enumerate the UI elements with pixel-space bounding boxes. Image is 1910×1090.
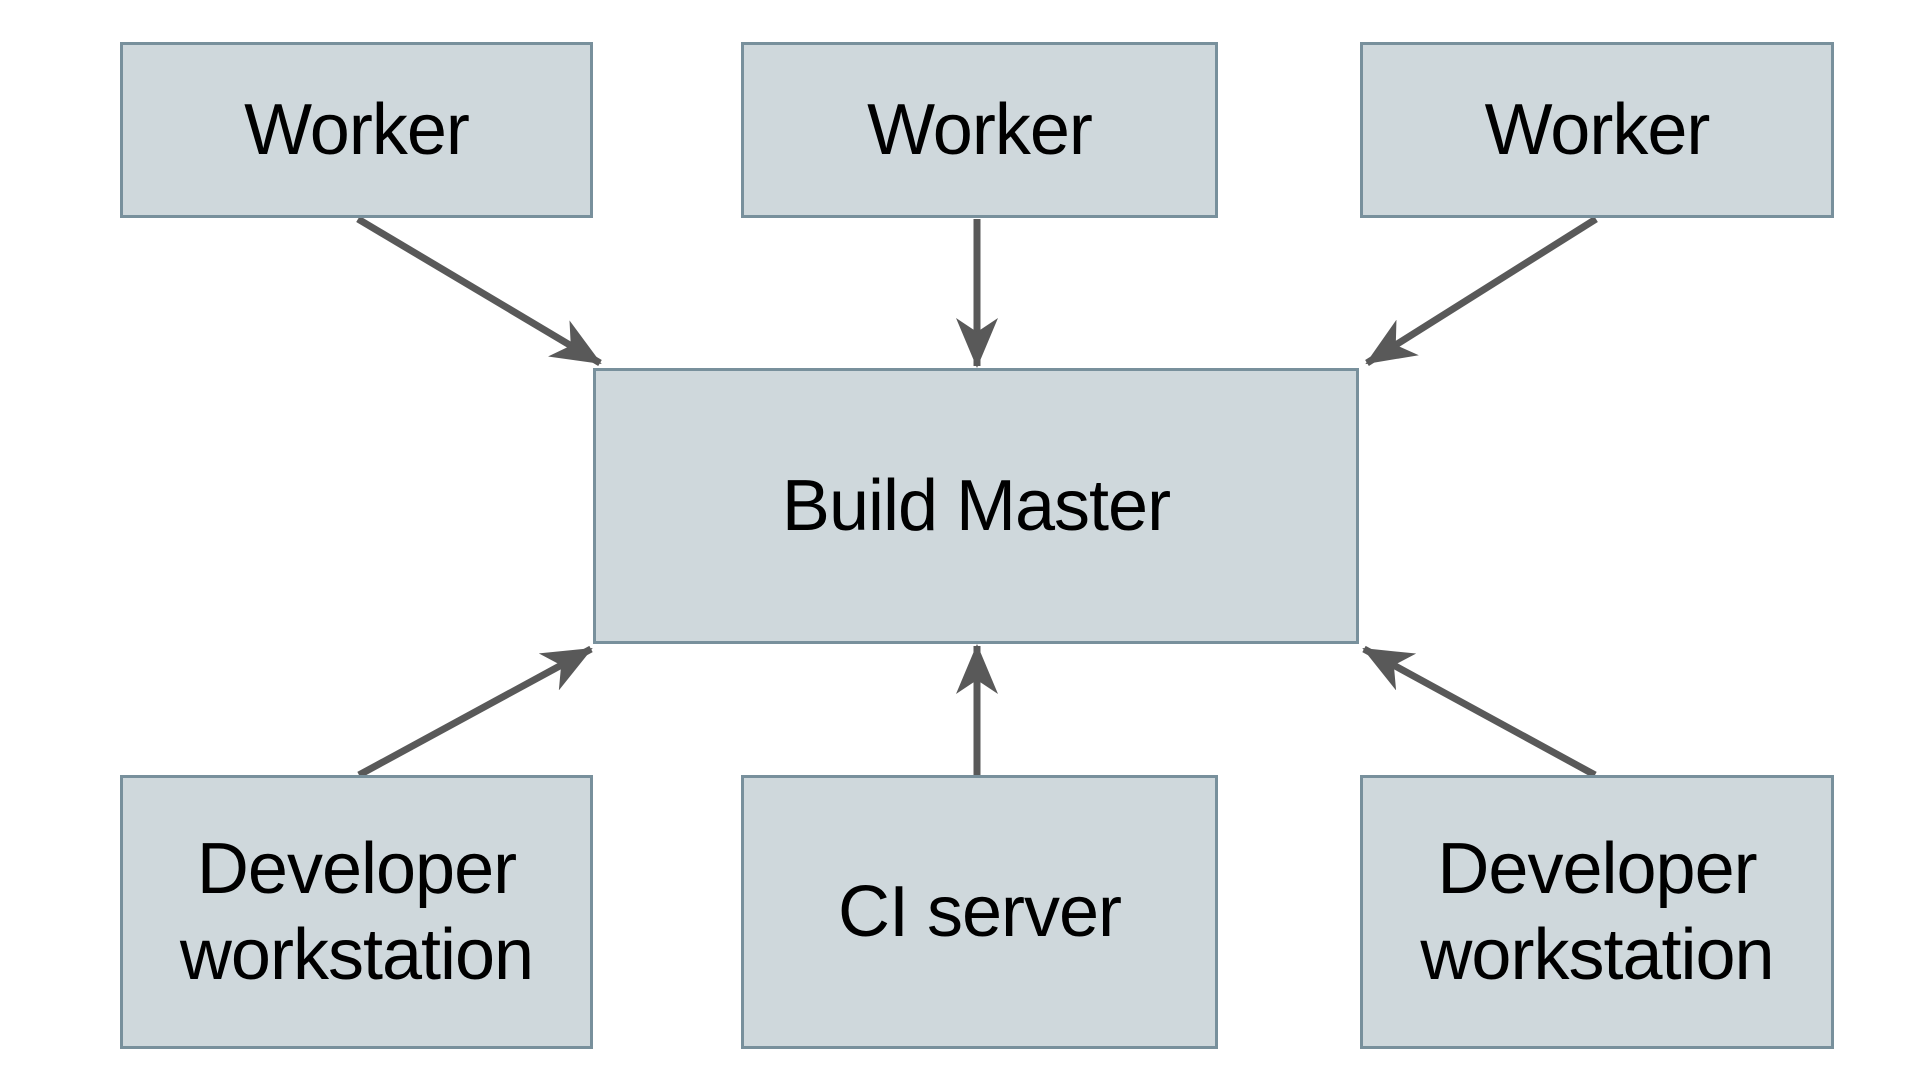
node-developer-workstation-left-label: Developer workstation — [179, 828, 534, 995]
node-ci-server: CI server — [741, 775, 1218, 1049]
node-developer-workstation-right-label: Developer workstation — [1420, 828, 1774, 995]
node-worker-3-label: Worker — [1484, 89, 1711, 170]
arrow-developer-workstation-left-to-build-master — [357, 645, 593, 779]
arrow-worker-1-to-build-master — [356, 215, 602, 367]
node-developer-workstation-right: Developer workstation — [1360, 775, 1834, 1049]
node-worker-2: Worker — [741, 42, 1218, 218]
node-worker-1: Worker — [120, 42, 593, 218]
node-ci-server-label: CI server — [837, 871, 1122, 952]
node-worker-3: Worker — [1360, 42, 1834, 218]
node-worker-2-label: Worker — [867, 89, 1093, 170]
node-developer-workstation-left: Developer workstation — [120, 775, 593, 1049]
node-worker-1-label: Worker — [244, 89, 470, 170]
node-build-master: Build Master — [593, 368, 1359, 644]
arrow-developer-workstation-right-to-build-master — [1362, 645, 1597, 779]
node-build-master-label: Build Master — [781, 465, 1171, 546]
arrow-worker-3-to-build-master — [1365, 216, 1598, 366]
